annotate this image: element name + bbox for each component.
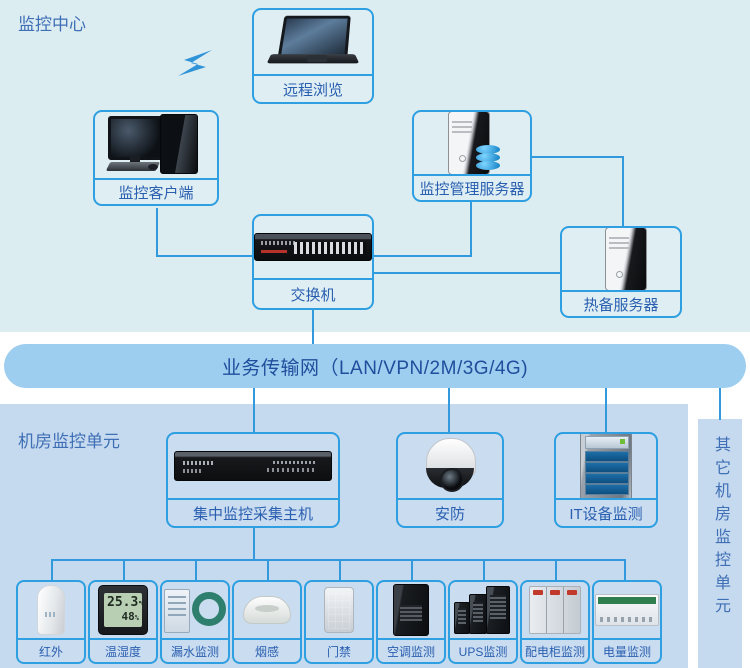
- sensor-power-cabinet[interactable]: 配电柜监测: [520, 580, 590, 664]
- sensor-label: 空调监测: [378, 638, 444, 662]
- node-label: 集中监控采集主机: [168, 498, 338, 526]
- laptop-icon: [254, 10, 372, 74]
- lightning-bolt-icon: [178, 50, 212, 76]
- sensor-aircon[interactable]: 空调监测: [376, 580, 446, 664]
- ptz-dome-camera-icon: [398, 434, 502, 498]
- sensor-ups[interactable]: UPS监测: [448, 580, 518, 664]
- line-bus-to-sensor-9: [624, 559, 626, 581]
- server-database-icon: [414, 112, 530, 174]
- node-label: 监控管理服务器: [414, 174, 530, 200]
- server-icon: [562, 228, 680, 290]
- line-bus-to-sensor-7: [483, 559, 485, 581]
- desktop-pc-icon: [95, 112, 217, 178]
- node-manage-server[interactable]: 监控管理服务器: [412, 110, 532, 202]
- other-rooms-panel: [698, 419, 742, 668]
- sensor-access[interactable]: 门禁: [304, 580, 374, 664]
- other-rooms-label: 其它机房监控单元: [712, 436, 729, 620]
- line-client-down: [156, 208, 158, 256]
- node-security[interactable]: 安防: [396, 432, 504, 528]
- line-bus-to-sensor-6: [411, 559, 413, 581]
- node-label: 热备服务器: [562, 290, 680, 316]
- line-net-to-it: [605, 388, 607, 432]
- humidity-value: 48: [121, 610, 135, 623]
- node-it-device[interactable]: IT设备监测: [554, 432, 658, 528]
- sensor-label: 配电柜监测: [522, 638, 588, 662]
- line-mgmt-right: [532, 156, 624, 158]
- power-cabinet-icon: [522, 582, 588, 638]
- line-net-to-other-rooms: [719, 388, 721, 420]
- transport-network-label: 业务传输网（LAN/VPN/2M/3G/4G): [221, 357, 529, 379]
- transport-network-bar: 业务传输网（LAN/VPN/2M/3G/4G): [4, 344, 746, 388]
- node-label: IT设备监测: [556, 498, 656, 526]
- node-label: 安防: [398, 498, 502, 526]
- energy-meter-icon: [594, 582, 660, 638]
- thermo-hygrometer-icon: 25.3℃ 48%: [90, 582, 156, 638]
- sensor-bus-line: [51, 559, 624, 561]
- line-bus-to-sensor-4: [267, 559, 269, 581]
- smoke-detector-icon: [234, 582, 300, 638]
- node-collector[interactable]: 集中监控采集主机: [166, 432, 340, 528]
- line-mgmt-down: [470, 202, 472, 256]
- node-label: 交换机: [254, 278, 372, 308]
- line-bus-to-sensor-3: [195, 559, 197, 581]
- node-switch[interactable]: 交换机: [252, 214, 374, 310]
- node-label: 监控客户端: [95, 178, 217, 204]
- line-collector-down: [253, 528, 255, 560]
- ups-icon: [450, 582, 516, 638]
- monitoring-center-title: 监控中心: [18, 15, 86, 34]
- pir-sensor-icon: [18, 582, 84, 638]
- sensor-smoke[interactable]: 烟感: [232, 580, 302, 664]
- temperature-unit: ℃: [138, 600, 147, 608]
- leak-detector-icon: [162, 582, 228, 638]
- line-client-to-switch: [156, 255, 252, 257]
- sensor-infrared[interactable]: 红外: [16, 580, 86, 664]
- line-net-to-security: [448, 388, 450, 432]
- line-bus-to-sensor-8: [555, 559, 557, 581]
- sensor-energy-meter[interactable]: 电量监测: [592, 580, 662, 664]
- sensor-label: 红外: [18, 638, 84, 662]
- it-rack-icon: [556, 434, 656, 498]
- sensor-label: 电量监测: [594, 638, 660, 662]
- line-mgmt-standby-vert: [622, 156, 624, 266]
- line-bus-to-sensor-5: [339, 559, 341, 581]
- node-monitor-client[interactable]: 监控客户端: [93, 110, 219, 206]
- humidity-unit: %: [134, 614, 139, 622]
- sensor-label: 烟感: [234, 638, 300, 662]
- sensor-water-leak[interactable]: 漏水监测: [160, 580, 230, 664]
- sensor-temp-humid[interactable]: 25.3℃ 48% 温湿度: [88, 580, 158, 664]
- rackmount-host-icon: [168, 434, 338, 498]
- precision-ac-icon: [378, 582, 444, 638]
- line-bus-to-sensor-1: [51, 559, 53, 581]
- sensor-label: 漏水监测: [162, 638, 228, 662]
- line-switch-to-standby: [374, 272, 560, 274]
- node-hot-standby[interactable]: 热备服务器: [560, 226, 682, 318]
- line-net-to-collector: [253, 388, 255, 432]
- temperature-value: 25.3: [107, 595, 139, 610]
- line-mgmt-to-switch: [374, 255, 472, 257]
- machine-room-unit-title: 机房监控单元: [18, 432, 120, 451]
- node-remote-browse[interactable]: 远程浏览: [252, 8, 374, 104]
- sensor-label: 温湿度: [90, 638, 156, 662]
- line-switch-to-network: [312, 310, 314, 348]
- sensor-label: 门禁: [306, 638, 372, 662]
- access-control-icon: [306, 582, 372, 638]
- node-label: 远程浏览: [254, 74, 372, 102]
- sensor-label: UPS监测: [450, 638, 516, 662]
- rack-switch-icon: [254, 216, 372, 278]
- line-bus-to-sensor-2: [123, 559, 125, 581]
